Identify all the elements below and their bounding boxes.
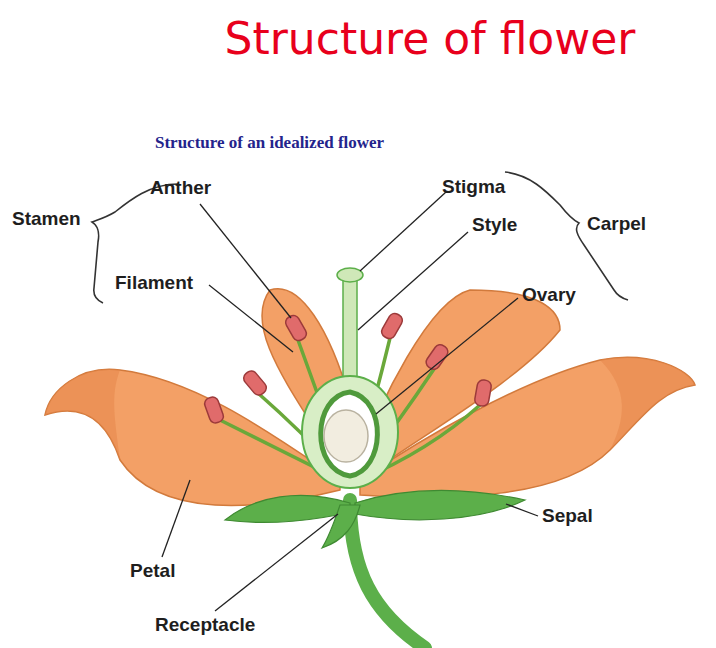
part-label: Stamen <box>12 208 81 230</box>
part-label: Ovary <box>522 284 576 306</box>
carpel-brace <box>505 172 628 300</box>
stem <box>350 500 425 648</box>
leader-line <box>162 480 190 557</box>
anther <box>379 311 404 341</box>
pistil <box>302 268 398 488</box>
petals <box>45 289 695 506</box>
part-label: Stigma <box>442 176 505 198</box>
part-label: Receptacle <box>155 614 255 636</box>
anther <box>203 395 225 424</box>
part-label: Carpel <box>587 213 646 235</box>
leader-lines <box>162 192 538 611</box>
figure-subtitle: Structure of an idealized flower <box>155 133 384 153</box>
leader-line <box>200 204 291 318</box>
ovule <box>324 410 368 462</box>
leader-line <box>209 285 293 352</box>
page-title: Structure of flower <box>225 14 636 65</box>
sepal <box>225 495 350 522</box>
ovary <box>302 376 398 488</box>
leader-line <box>506 504 538 516</box>
anther <box>474 379 492 407</box>
part-label: Anther <box>150 177 211 199</box>
sepal <box>355 491 525 520</box>
leader-line <box>215 514 338 611</box>
stigma <box>337 268 363 282</box>
petal-fold <box>600 357 695 450</box>
part-label: Sepal <box>542 505 593 527</box>
sepals <box>225 491 525 548</box>
petal-fold <box>45 369 120 460</box>
ovary-chamber <box>321 392 378 476</box>
leader-line <box>358 232 468 330</box>
part-label: Style <box>472 214 517 236</box>
anther <box>283 313 308 343</box>
braces <box>92 172 628 303</box>
part-label: Petal <box>130 560 175 582</box>
leader-line <box>376 298 518 414</box>
leader-line <box>360 192 446 271</box>
style <box>343 278 357 388</box>
petal <box>360 357 695 497</box>
petal <box>45 369 340 505</box>
part-label: Filament <box>115 272 193 294</box>
sepal <box>322 505 360 548</box>
anther <box>241 369 268 398</box>
